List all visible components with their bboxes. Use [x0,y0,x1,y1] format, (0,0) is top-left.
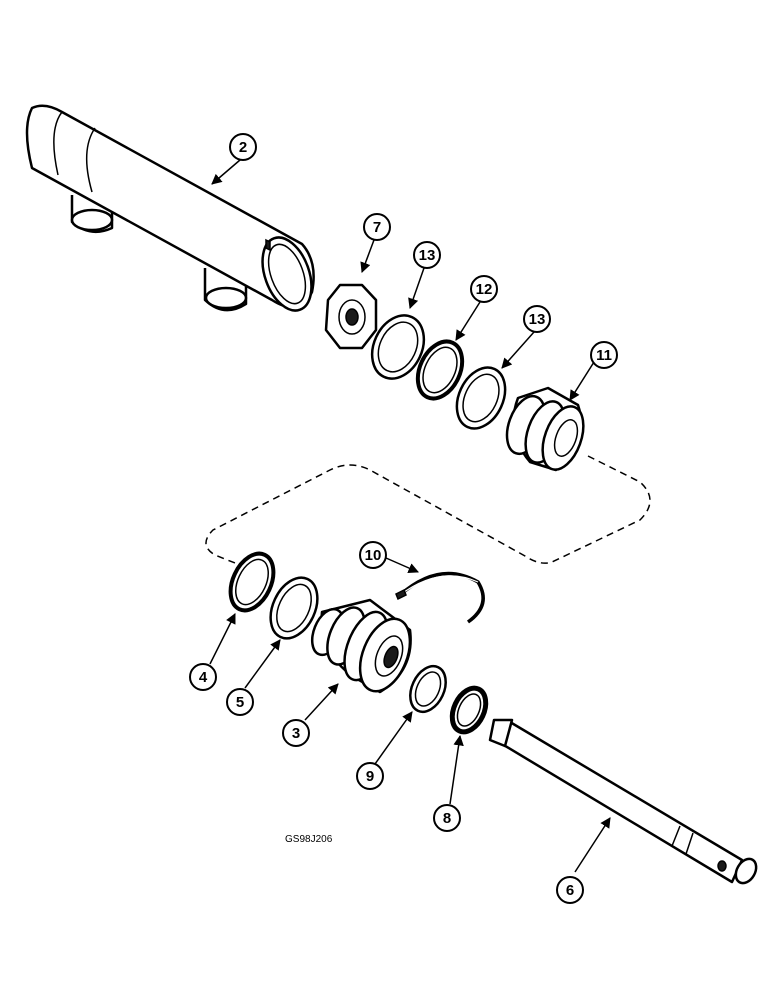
piston-rod [488,718,758,885]
svg-text:4: 4 [199,669,208,686]
wear-ring-8 [449,685,489,735]
retaining-wire [395,571,485,624]
svg-text:12: 12 [476,281,493,298]
seal-ring-13-lower [455,366,507,430]
callout-7: 7 [363,213,391,241]
callout-5: 5 [226,688,254,716]
svg-text:10: 10 [365,547,382,564]
seal-ring-9 [409,664,447,714]
svg-text:8: 8 [443,810,451,827]
svg-text:2: 2 [239,139,247,156]
backup-ring-4 [228,551,276,613]
assembly-dashed-path [205,455,651,566]
svg-text:5: 5 [236,694,244,711]
callout-13-lower: 13 [523,305,551,333]
figure-code: GS98J206 [285,834,333,845]
backup-ring-12 [415,339,465,401]
callout-13-upper: 13 [413,241,441,269]
nut [324,283,378,350]
callout-2: 2 [229,133,257,161]
piston [310,598,412,694]
callout-10: 10 [359,541,387,569]
svg-text:3: 3 [292,725,300,742]
leader-lines [209,159,611,873]
svg-text:13: 13 [419,247,436,264]
svg-text:13: 13 [529,311,546,328]
svg-text:6: 6 [566,882,574,899]
callout-8: 8 [433,804,461,832]
callout-6: 6 [556,876,584,904]
gland [505,386,585,472]
svg-text:9: 9 [366,768,374,785]
seal-ring-13-upper [370,314,426,380]
seal-ring-5 [269,576,319,640]
callout-12: 12 [470,275,498,303]
callout-4: 4 [189,663,217,691]
callout-3: 3 [282,719,310,747]
cylinder-barrel [25,104,315,312]
callout-9: 9 [356,762,384,790]
svg-text:7: 7 [373,219,381,236]
callout-11: 11 [590,341,618,369]
svg-text:11: 11 [596,347,612,364]
